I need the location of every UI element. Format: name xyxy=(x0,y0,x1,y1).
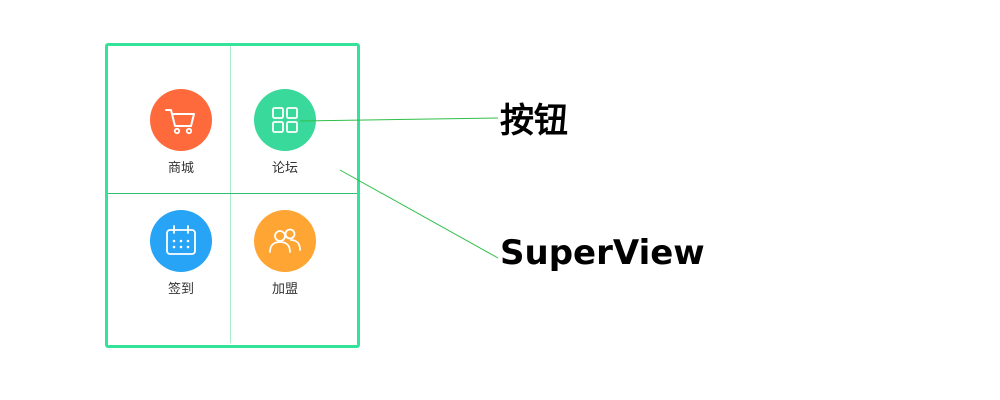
join-icon-circle xyxy=(254,210,316,272)
shopping-cart-icon xyxy=(165,109,195,135)
grid-icon xyxy=(272,107,298,133)
forum-button[interactable]: 论坛 xyxy=(210,45,334,193)
join-button[interactable]: 加盟 xyxy=(210,166,334,314)
checkin-icon-circle xyxy=(150,210,212,272)
mall-button[interactable]: 商城 xyxy=(106,45,230,193)
horizontal-divider xyxy=(108,193,357,194)
forum-icon-circle xyxy=(254,89,316,151)
vertical-divider xyxy=(230,46,231,343)
people-icon xyxy=(269,228,301,253)
superview-callout-label: SuperView xyxy=(500,233,705,273)
checkin-button[interactable]: 签到 xyxy=(106,166,230,314)
forum-label: 论坛 xyxy=(271,161,298,176)
calendar-icon xyxy=(166,225,196,255)
mall-label: 商城 xyxy=(167,161,194,176)
join-label: 加盟 xyxy=(271,282,298,297)
mall-icon-circle xyxy=(150,89,212,151)
button-connector xyxy=(299,117,499,122)
superview-frame xyxy=(105,43,360,348)
checkin-label: 签到 xyxy=(167,282,194,297)
button-callout-label: 按钮 xyxy=(500,101,568,141)
superview-connector xyxy=(339,169,499,259)
